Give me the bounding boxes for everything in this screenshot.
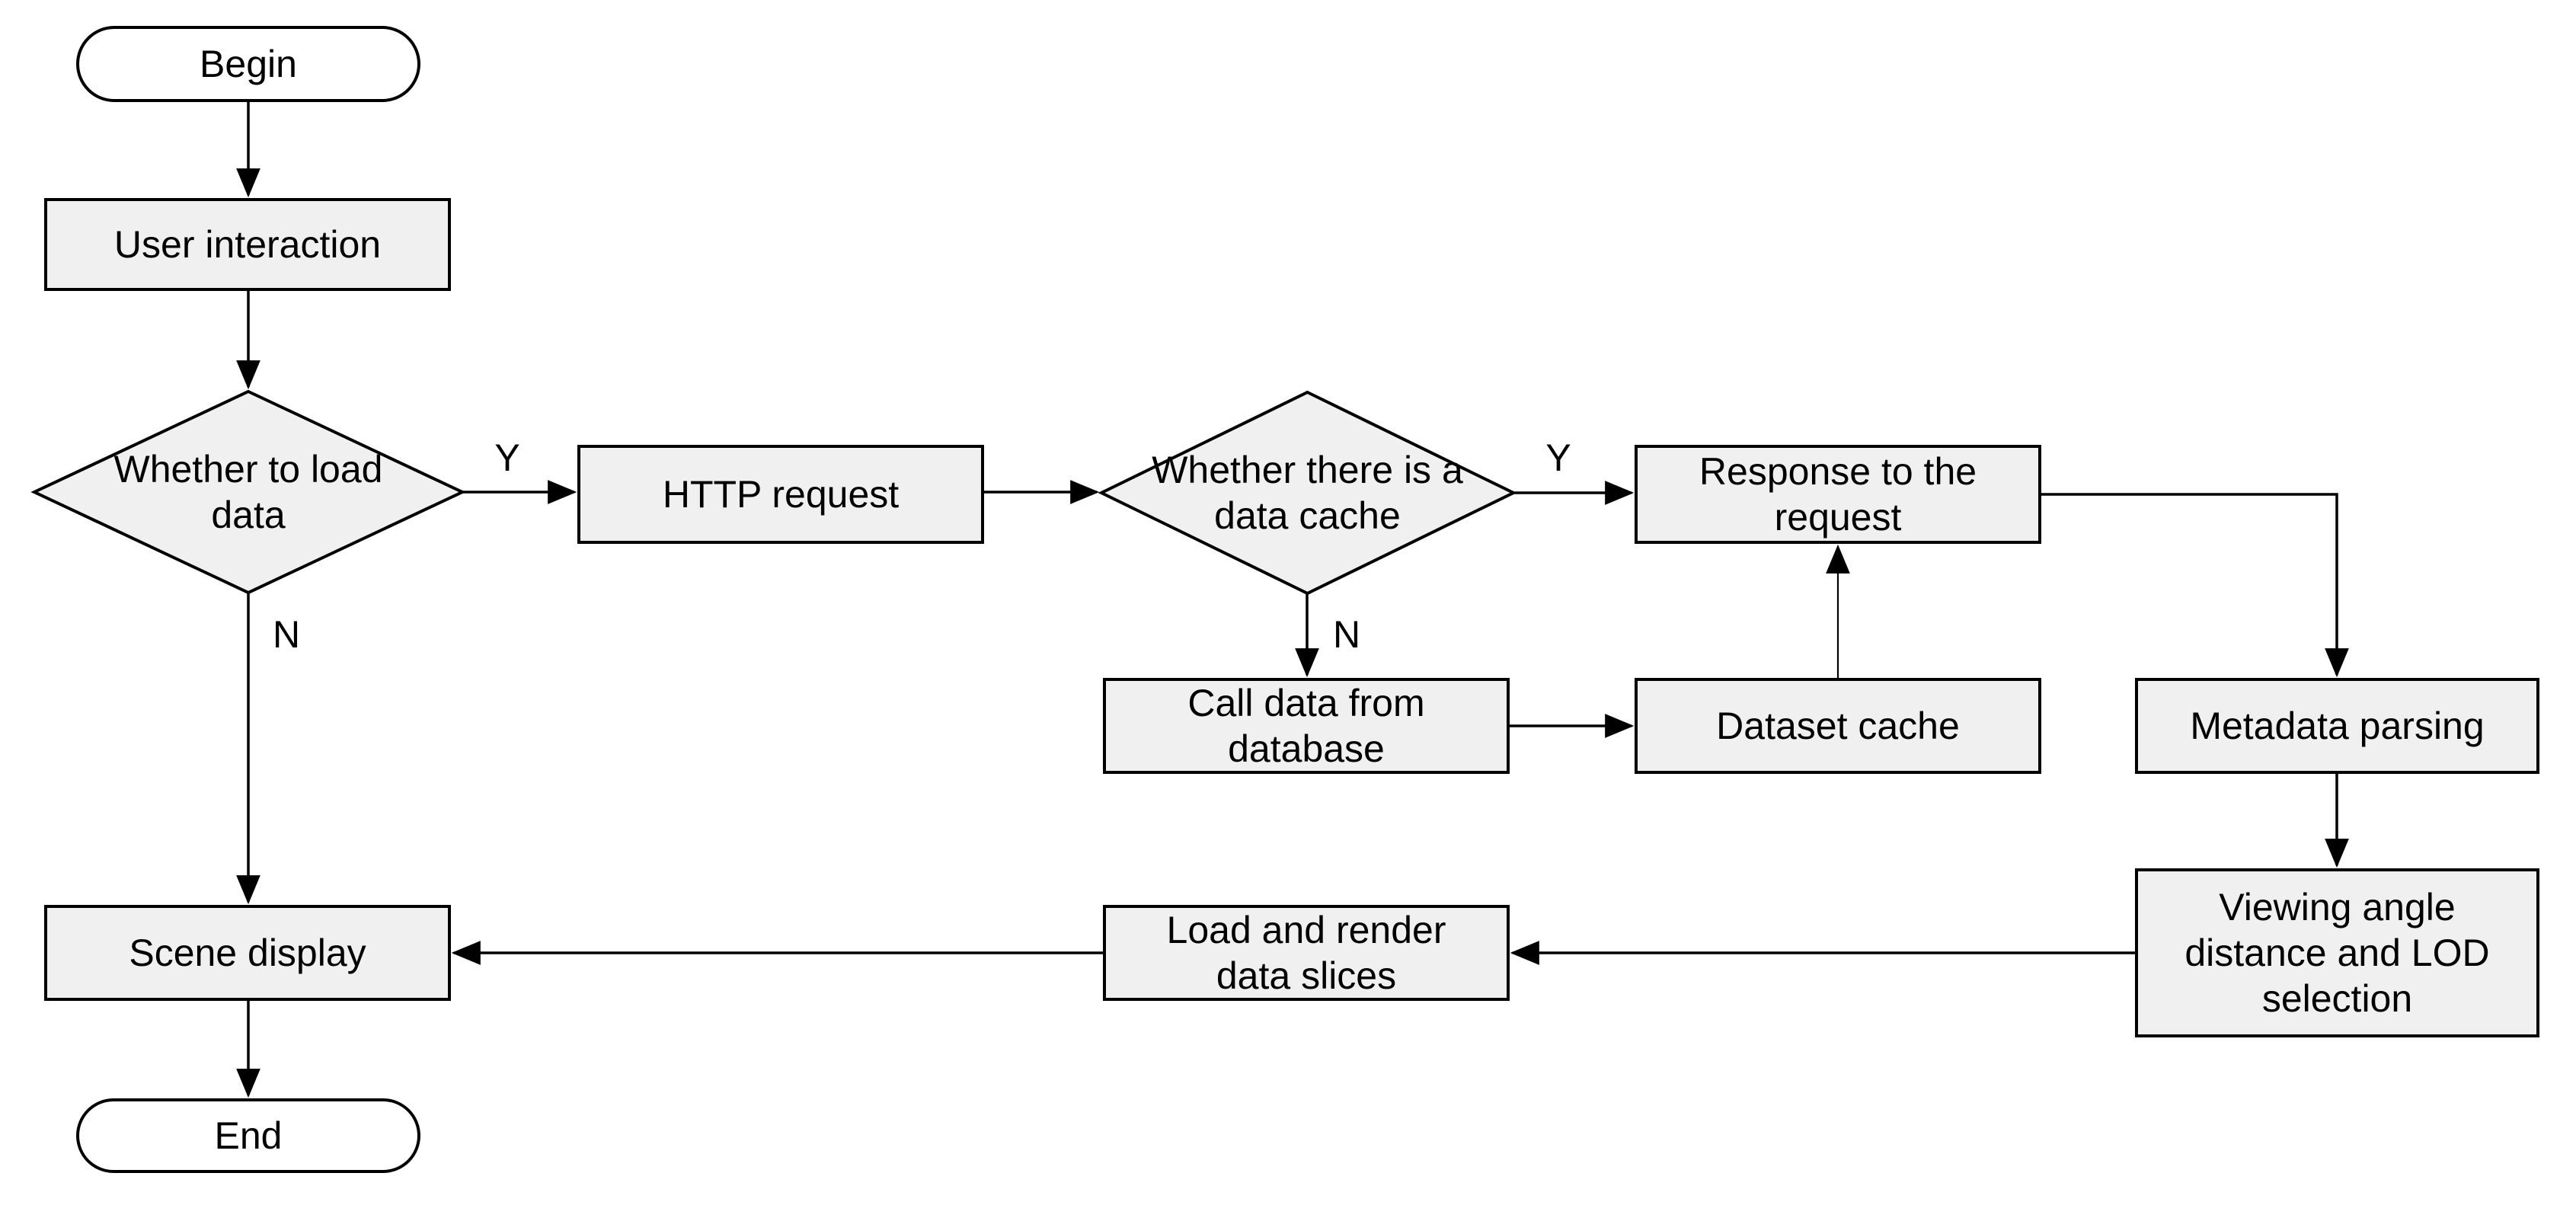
- node-label-line: Dataset cache: [1716, 705, 1960, 747]
- node-label-line: Response to the: [1699, 450, 1977, 493]
- node-begin: [76, 26, 420, 102]
- node-label-line: distance and LOD: [2184, 932, 2489, 974]
- node-label-line: selection: [2262, 977, 2412, 1020]
- node-label-end: End: [215, 1114, 283, 1157]
- node-label-dataset-cache: Dataset cache: [1716, 705, 1960, 747]
- node-label-line: Whether to load: [114, 448, 383, 491]
- node-label-line: HTTP request: [663, 473, 899, 516]
- edges-layer: Y Y N N: [236, 101, 2349, 1098]
- edge-label-cache-to-calldata: N: [1333, 613, 1360, 656]
- node-label-begin: Begin: [200, 43, 297, 85]
- edge-label-decision-to-http: Y: [494, 436, 519, 479]
- edge-response-to-metadata: [2040, 493, 2349, 678]
- node-viewing-angle: [2135, 868, 2539, 1037]
- edge-label-decision-to-scene: N: [273, 613, 300, 656]
- node-label-line: Begin: [200, 43, 297, 85]
- node-label-line: data cache: [1214, 494, 1401, 537]
- node-end: [76, 1098, 420, 1173]
- node-user-interaction: [44, 198, 451, 291]
- node-label-line: request: [1775, 496, 1902, 539]
- node-label-line: Metadata parsing: [2190, 705, 2484, 747]
- node-label-line: Scene display: [129, 932, 366, 974]
- node-load-data-decision: [30, 389, 466, 595]
- node-label-scene-display: Scene display: [129, 932, 366, 974]
- node-metadata-parsing: [2135, 678, 2539, 774]
- node-scene-display: [44, 905, 451, 1001]
- node-label-line: data: [211, 494, 286, 536]
- node-call-data: [1103, 678, 1510, 774]
- node-label-line: Call data from: [1187, 682, 1424, 724]
- node-dataset-cache: [1635, 678, 2041, 774]
- node-label-http-request: HTTP request: [663, 473, 899, 516]
- node-label-line: Viewing angle: [2219, 886, 2455, 929]
- node-load-render: [1103, 905, 1510, 1001]
- node-label-line: User interaction: [114, 223, 381, 266]
- edge-label-cache-to-response: Y: [1545, 436, 1571, 479]
- node-label-line: data slices: [1216, 954, 1396, 997]
- node-http-request: [577, 445, 984, 544]
- node-label-user-interaction: User interaction: [114, 223, 381, 266]
- node-label-line: Whether there is a: [1152, 449, 1463, 491]
- node-label-line: End: [215, 1114, 283, 1157]
- node-response-request: [1635, 445, 2041, 544]
- node-label-line: Load and render: [1167, 909, 1446, 951]
- node-label-metadata-parsing: Metadata parsing: [2190, 705, 2484, 747]
- node-cache-decision: [1098, 390, 1517, 596]
- node-label-line: database: [1228, 727, 1385, 770]
